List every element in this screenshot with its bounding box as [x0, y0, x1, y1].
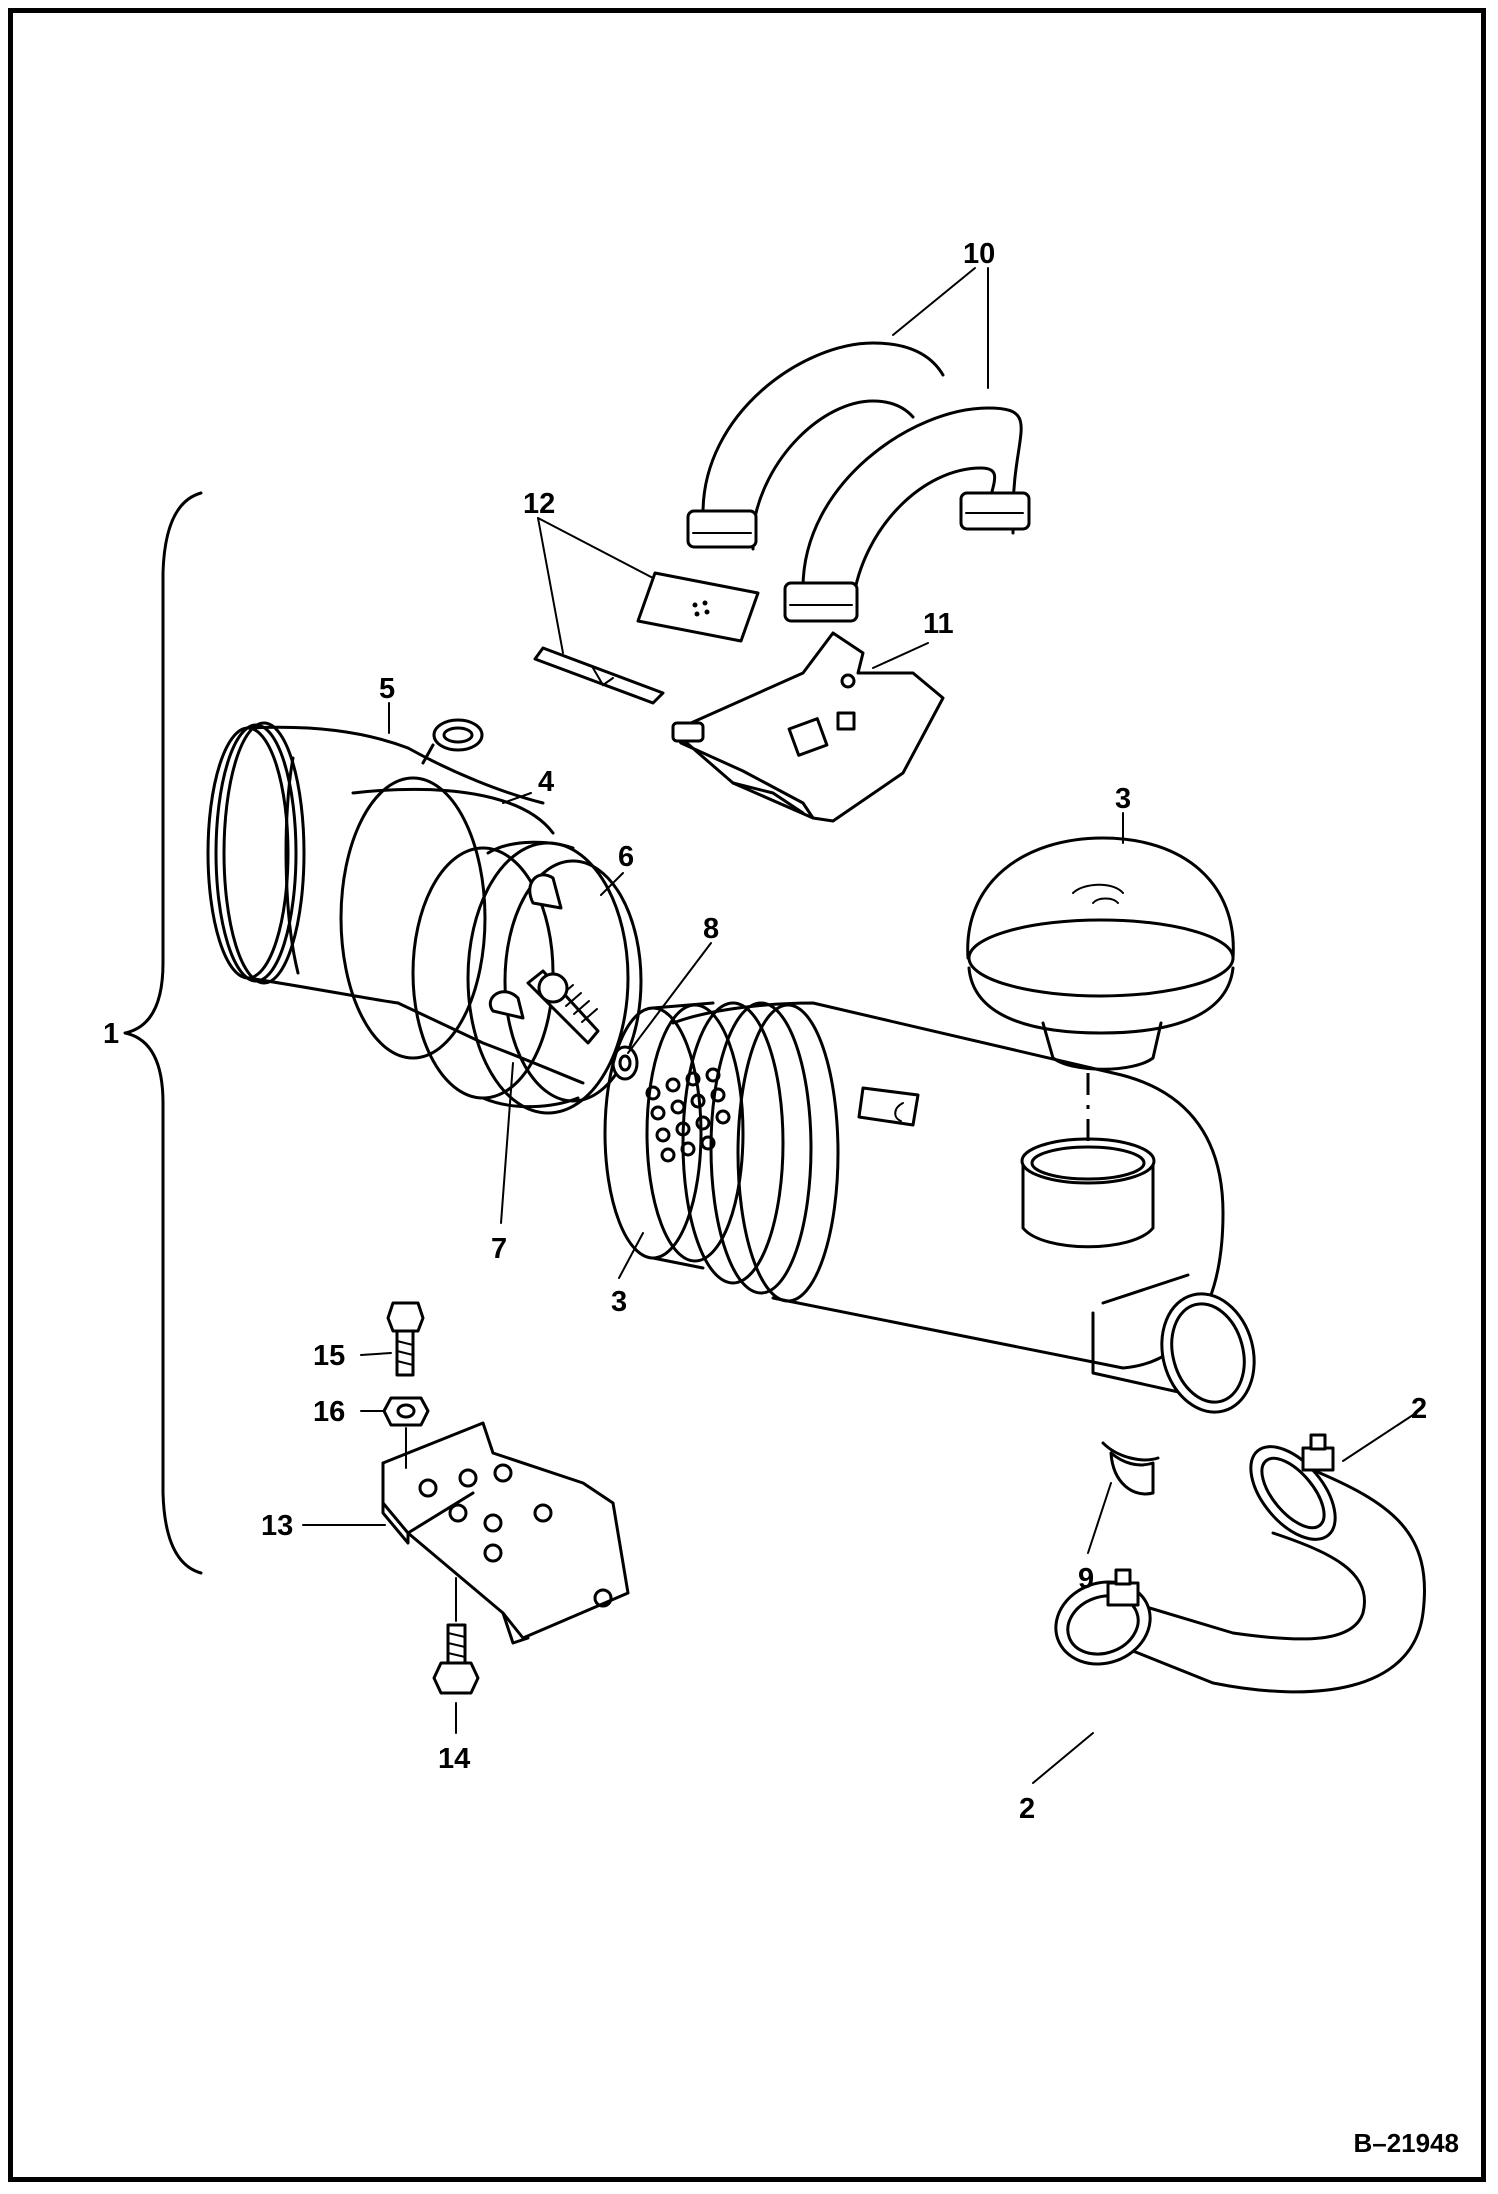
callout-3a: 3	[1115, 783, 1131, 815]
air-cleaner-body	[603, 1001, 1225, 1370]
callout-2b: 2	[1019, 1793, 1035, 1825]
bolt-upper	[386, 1301, 425, 1377]
callout-14: 14	[438, 1743, 470, 1775]
callout-2a: 2	[1411, 1393, 1427, 1425]
callout-6: 6	[618, 841, 634, 873]
mounting-band-front	[783, 406, 1031, 623]
callout-5: 5	[379, 673, 395, 705]
callout-1: 1	[103, 1018, 119, 1050]
intake-hose	[1111, 1466, 1426, 1694]
bolt-lower	[432, 1623, 480, 1695]
callout-3b: 3	[611, 1286, 627, 1318]
figure-id-label: B–21948	[1353, 2128, 1459, 2158]
callout-9: 9	[1078, 1563, 1094, 1595]
callout-8: 8	[703, 913, 719, 945]
hex-nut	[382, 1396, 430, 1427]
callout-16: 16	[313, 1396, 345, 1428]
callout-labels: 1 2 2 2 3 3 3 4 5 6 7 8 9 10 11 12 13 14…	[103, 238, 1427, 1825]
hose-clamp-lower	[1054, 1568, 1152, 1666]
support-bracket	[671, 631, 945, 823]
mounting-plate	[381, 1421, 630, 1645]
callout-11: 11	[923, 608, 954, 640]
outlet-port-side	[1091, 1273, 1256, 1414]
rubber-pad-upper	[636, 571, 760, 643]
callout-13: 13	[261, 1510, 293, 1542]
clamp-latch	[421, 718, 484, 765]
inlet-holes	[645, 1067, 731, 1163]
hose-clamp-upper	[1249, 1433, 1337, 1541]
leader-lines	[302, 267, 1417, 1784]
callout-12: 12	[523, 488, 555, 520]
assembly-brace	[123, 491, 203, 1575]
callout-15: 15	[313, 1340, 345, 1372]
outlet-neck-top	[1020, 1137, 1156, 1249]
dust-cup-cover	[206, 721, 410, 1005]
callout-10: 10	[963, 238, 995, 270]
exploded-parts-diagram: 1 2 2 2 3 3 3 4 5 6 7 8 9 10 11 12 13 14…	[103, 238, 1427, 1825]
outer-filter-element	[411, 840, 643, 1115]
wing-nut-stud	[489, 873, 600, 1045]
callout-4: 4	[538, 766, 554, 798]
rubber-pad-lower	[533, 646, 665, 705]
vacuator-valve	[1101, 1441, 1160, 1496]
callout-7: 7	[491, 1233, 507, 1265]
precleaner-cap	[966, 836, 1235, 1071]
main-housing-section	[339, 746, 585, 1085]
mounting-band-rear	[686, 341, 945, 551]
diagram-frame: 1 2 2 2 3 3 3 4 5 6 7 8 9 10 11 12 13 14…	[8, 8, 1486, 2182]
